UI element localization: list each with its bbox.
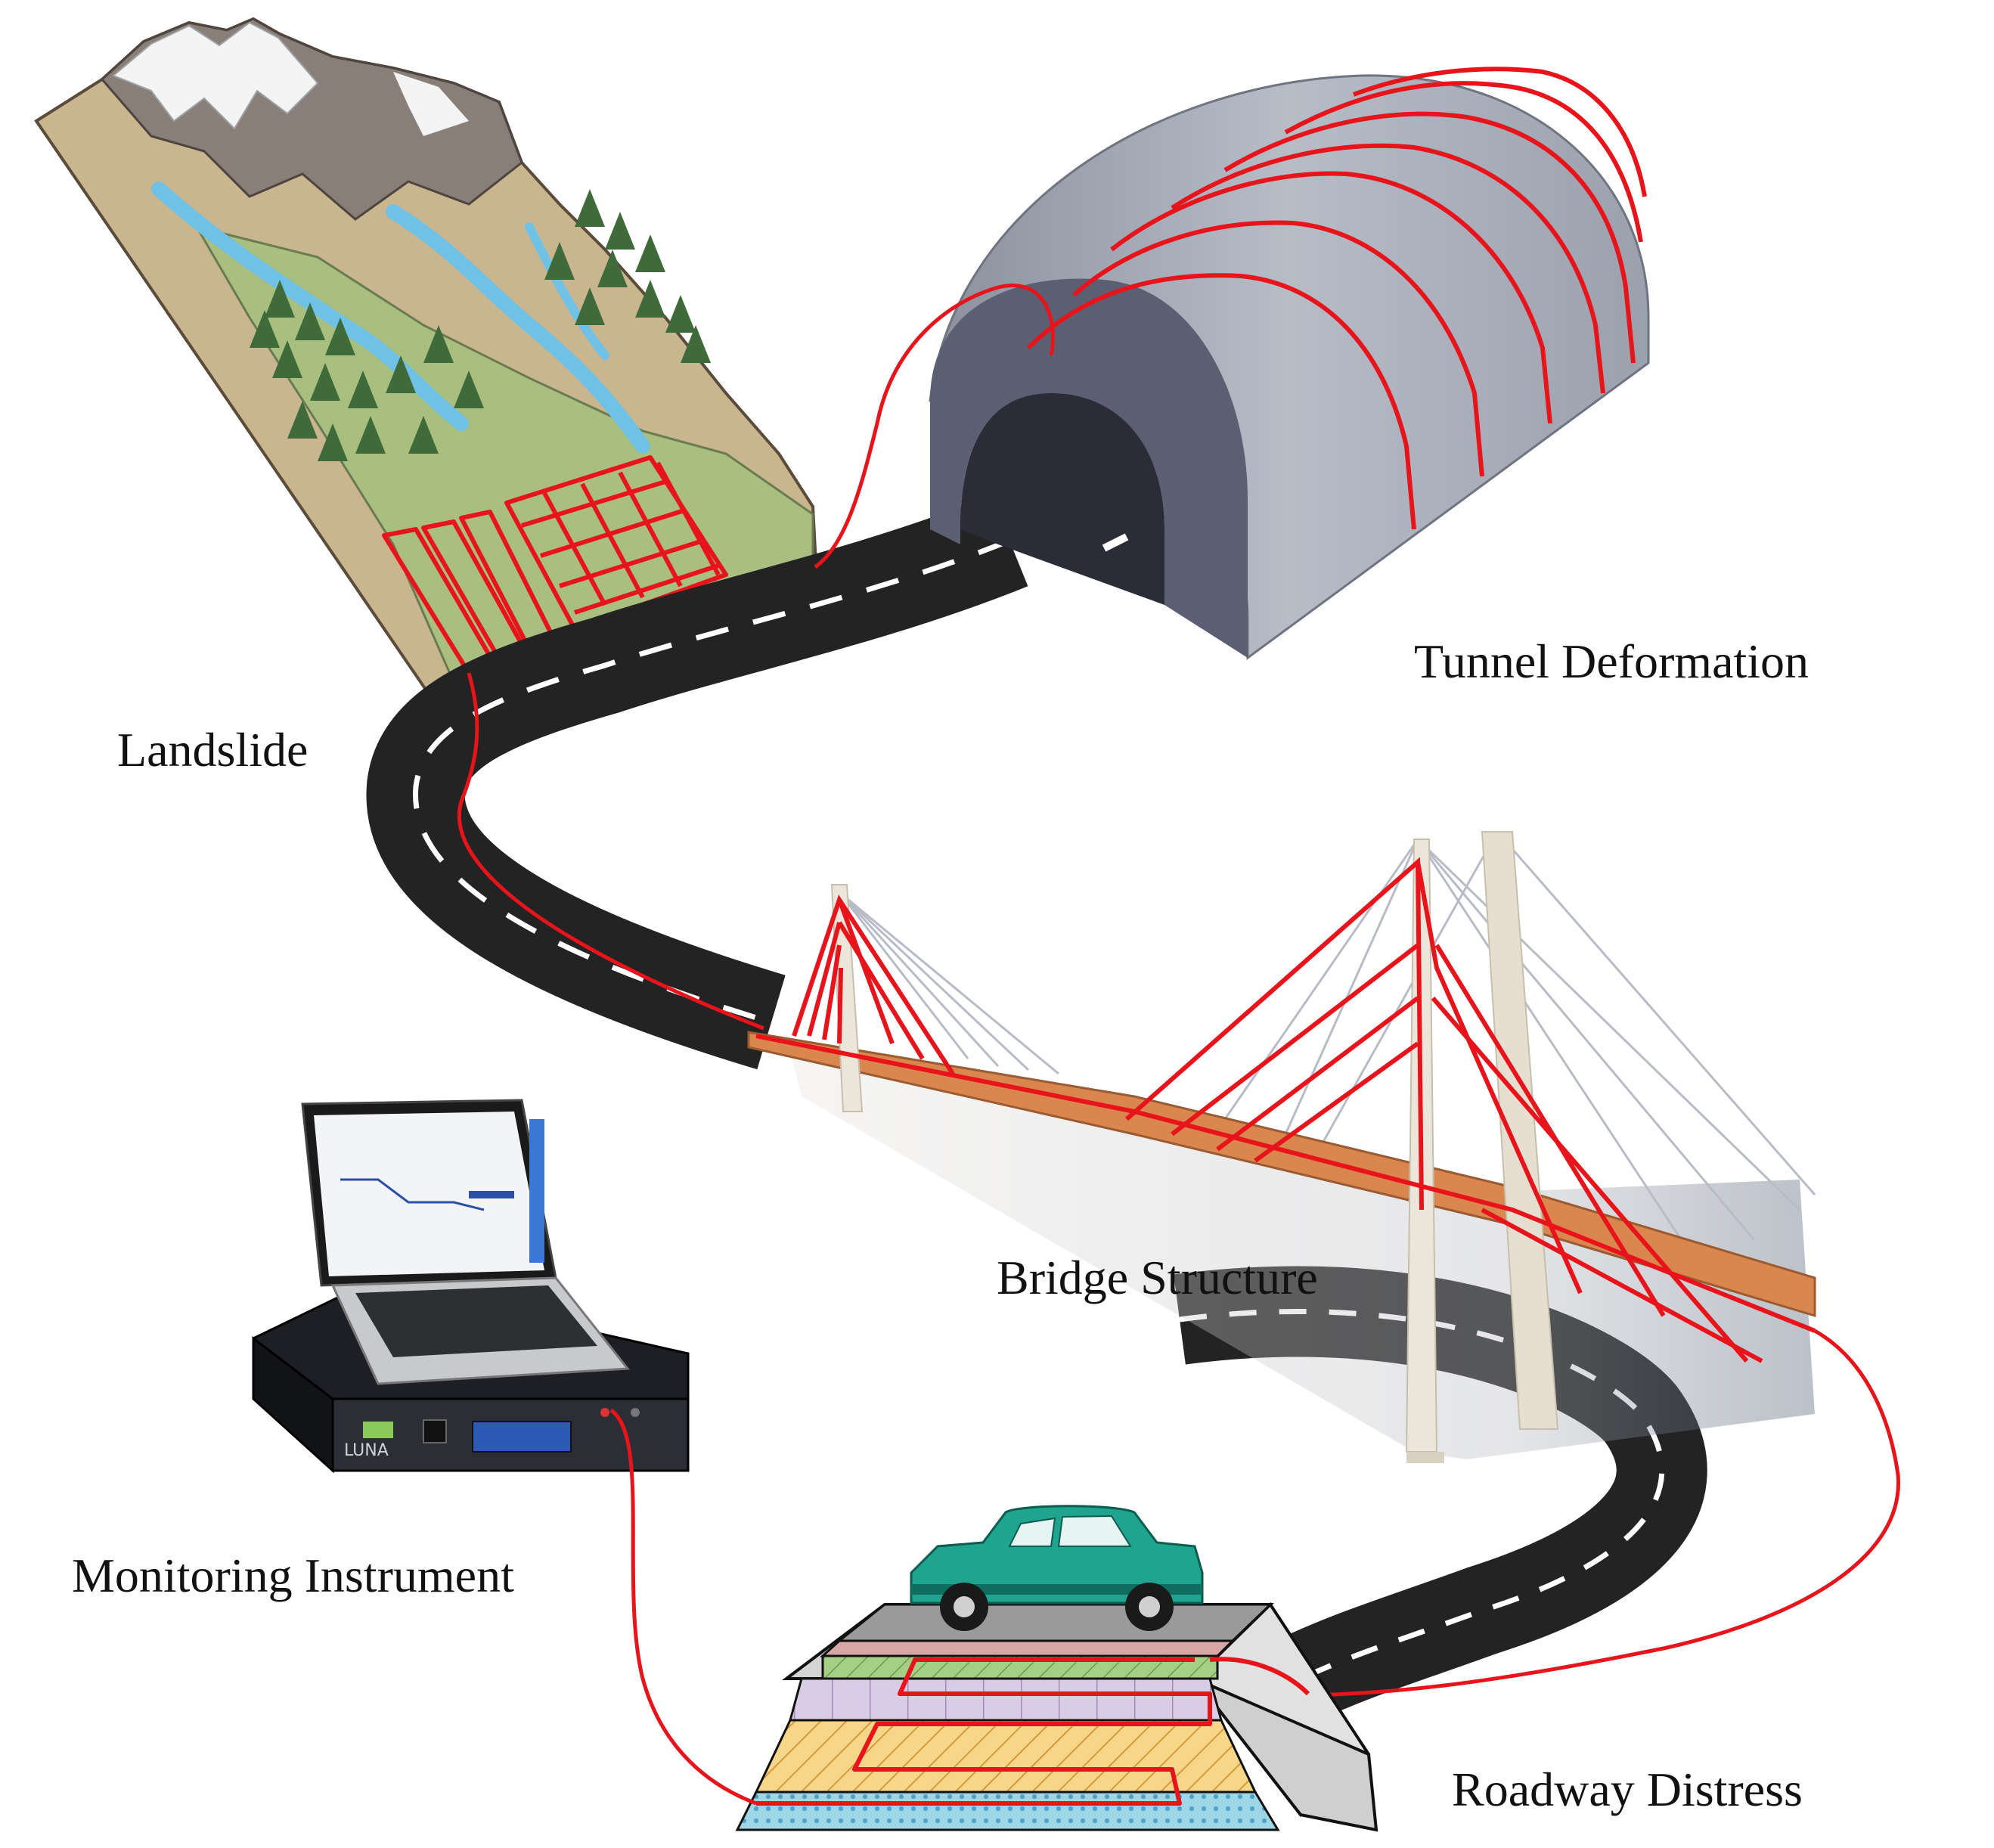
instrument-brand: LUNA (344, 1441, 389, 1460)
tunnel-icon (929, 74, 1650, 660)
bridge-fiber-cables (755, 857, 1816, 1363)
label-roadway-distress: Roadway Distress (1452, 1763, 1803, 1816)
label-monitoring-instrument: Monitoring Instrument (72, 1549, 514, 1602)
tunnel-fiber-rings (1026, 67, 1647, 530)
roadway-pavement-layers (735, 1601, 1378, 1832)
roadway-fiber-loops (756, 1657, 1310, 1806)
label-tunnel-deformation: Tunnel Deformation (1414, 634, 1809, 688)
laptop-icon (301, 1099, 630, 1385)
label-landslide: Landslide (117, 723, 309, 777)
car-icon (910, 1505, 1204, 1631)
instrument-fiber-lead (609, 1408, 757, 1806)
label-bridge-structure: Bridge Structure (997, 1251, 1318, 1304)
cable-stayed-bridge-icon (747, 831, 1816, 1463)
